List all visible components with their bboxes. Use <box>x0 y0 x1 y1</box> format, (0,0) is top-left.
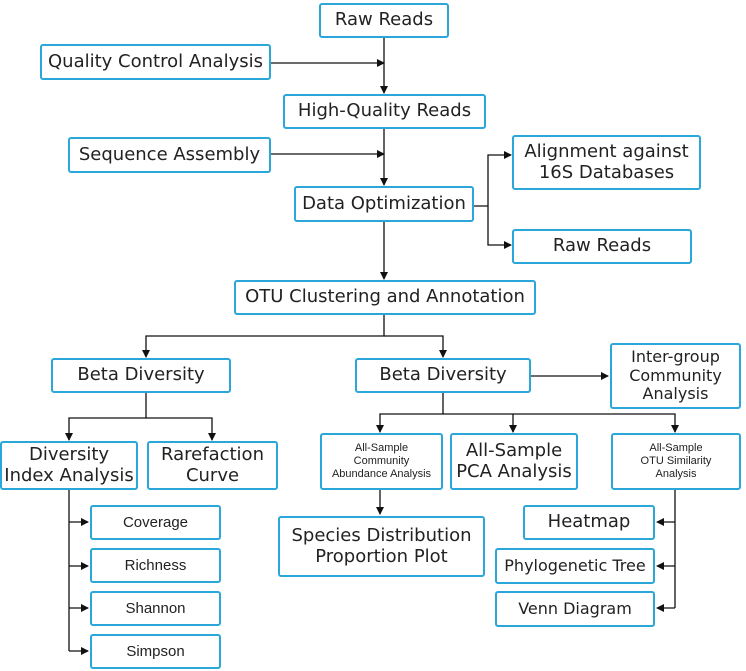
arrow-beta-right-to-abundance <box>376 393 444 433</box>
diversity-index-node: Diversity Index Analysis <box>0 441 138 490</box>
heatmap-node: Heatmap <box>523 505 655 540</box>
species-distribution-node: Species Distribution Proportion Plot <box>278 516 485 577</box>
phylogenetic-tree-node: Phylogenetic Tree <box>495 548 655 584</box>
rarefaction-node: Rarefaction Curve <box>147 441 278 490</box>
otu-clustering-node: OTU Clustering and Annotation <box>234 280 536 315</box>
high-quality-reads-node: High-Quality Reads <box>283 94 486 129</box>
raw-reads-node: Raw Reads <box>319 3 449 38</box>
arrow-otu-to-beta-right <box>384 335 447 358</box>
all-sample-abundance-node: All-Sample Community Abundance Analysis <box>320 433 443 490</box>
richness-node: Richness <box>90 548 221 583</box>
arrow-beta-right-to-otu-similarity <box>443 413 679 433</box>
inter-group-node: Inter-group Community Analysis <box>610 343 741 409</box>
raw-reads-right-node: Raw Reads <box>512 229 692 264</box>
coverage-node: Coverage <box>90 505 221 540</box>
simpson-node: Simpson <box>90 634 221 669</box>
alignment-16s-node: Alignment against 16S Databases <box>512 135 701 190</box>
beta-diversity-right-node: Beta Diversity <box>355 358 531 393</box>
all-sample-otu-similarity-node: All-Sample OTU Similarity Analysis <box>611 433 741 490</box>
arrow-dataopt-to-alignment <box>474 151 512 207</box>
shannon-node: Shannon <box>90 591 221 626</box>
beta-diversity-left-node: Beta Diversity <box>51 358 231 393</box>
arrow-beta-left-to-rarefaction <box>146 417 216 441</box>
arrow-beta-left-to-diversity <box>65 393 147 441</box>
all-sample-pca-node: All-Sample PCA Analysis <box>450 433 578 490</box>
sequence-assembly-node: Sequence Assembly <box>68 137 271 173</box>
venn-diagram-node: Venn Diagram <box>495 591 655 627</box>
arrow-otu-to-beta-left <box>142 315 385 358</box>
quality-control-node: Quality Control Analysis <box>40 44 271 80</box>
arrow-dataopt-to-rawreads-right <box>487 206 512 249</box>
data-optimization-node: Data Optimization <box>294 186 474 222</box>
